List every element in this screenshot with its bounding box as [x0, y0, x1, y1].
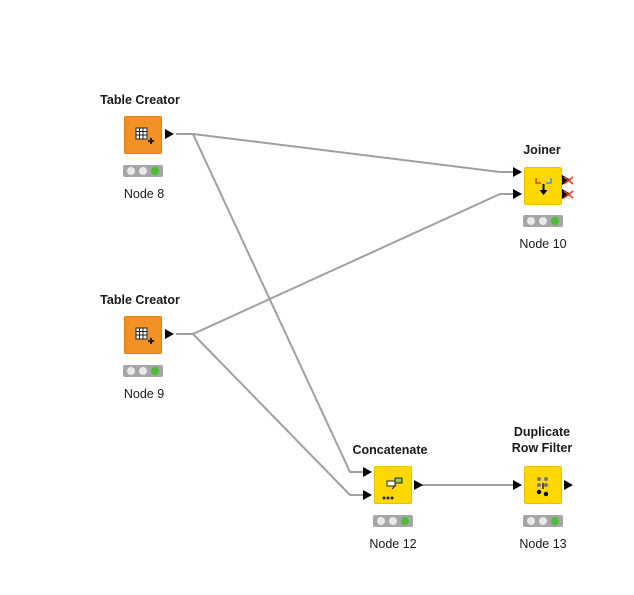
connection-node9-node10[interactable]: [176, 193, 513, 335]
node-13-title-line-2: Row Filter: [511, 441, 573, 455]
connection-node9-node12[interactable]: [176, 333, 363, 496]
joiner-icon: [535, 178, 552, 195]
node-10-input-port-right[interactable]: [513, 189, 522, 199]
node-10-label[interactable]: Node 10: [519, 237, 567, 251]
node-9-table-creator[interactable]: [124, 316, 162, 354]
node-10-input-port-left[interactable]: [513, 167, 522, 177]
node-13-duplicate-row-filter[interactable]: [524, 466, 562, 504]
node-8-output-port[interactable]: [165, 129, 174, 139]
connection-node8-node10[interactable]: [176, 133, 513, 173]
node-10-joiner[interactable]: [524, 167, 562, 205]
node-12-input-port-2[interactable]: [363, 490, 372, 500]
node-13-output-port[interactable]: [564, 480, 573, 490]
node-10-output-ports[interactable]: [562, 173, 576, 205]
node-8-label[interactable]: Node 8: [123, 187, 165, 201]
node-8-title[interactable]: Table Creator: [100, 93, 180, 107]
node-13-label[interactable]: Node 13: [519, 537, 567, 551]
connection-node8-node12[interactable]: [176, 133, 363, 473]
node-13-title[interactable]: Duplicate Row Filter: [490, 424, 594, 456]
node-12-input-port-1[interactable]: [363, 467, 372, 477]
node-8-status-traffic-light: [123, 165, 163, 177]
node-9-label[interactable]: Node 9: [123, 387, 165, 401]
node-10-title[interactable]: Joiner: [523, 143, 561, 157]
node-12-label[interactable]: Node 12: [369, 537, 417, 551]
duplicate-row-filter-icon: [536, 477, 549, 497]
node-12-concatenate[interactable]: [374, 466, 412, 504]
node-12-title[interactable]: Concatenate: [352, 443, 428, 457]
node-9-output-port[interactable]: [165, 329, 174, 339]
node-9-title[interactable]: Table Creator: [100, 293, 180, 307]
node-12-output-port[interactable]: [414, 480, 423, 490]
table-creator-icon: [135, 127, 154, 144]
table-creator-icon: [135, 327, 154, 344]
node-13-title-line-1: Duplicate: [513, 425, 571, 439]
node-12-status-traffic-light: [373, 515, 413, 527]
node-10-status-traffic-light: [523, 215, 563, 227]
concatenate-icon: [382, 477, 403, 500]
node-9-status-traffic-light: [123, 365, 163, 377]
node-8-table-creator[interactable]: [124, 116, 162, 154]
node-13-input-port[interactable]: [513, 480, 522, 490]
node-13-status-traffic-light: [523, 515, 563, 527]
